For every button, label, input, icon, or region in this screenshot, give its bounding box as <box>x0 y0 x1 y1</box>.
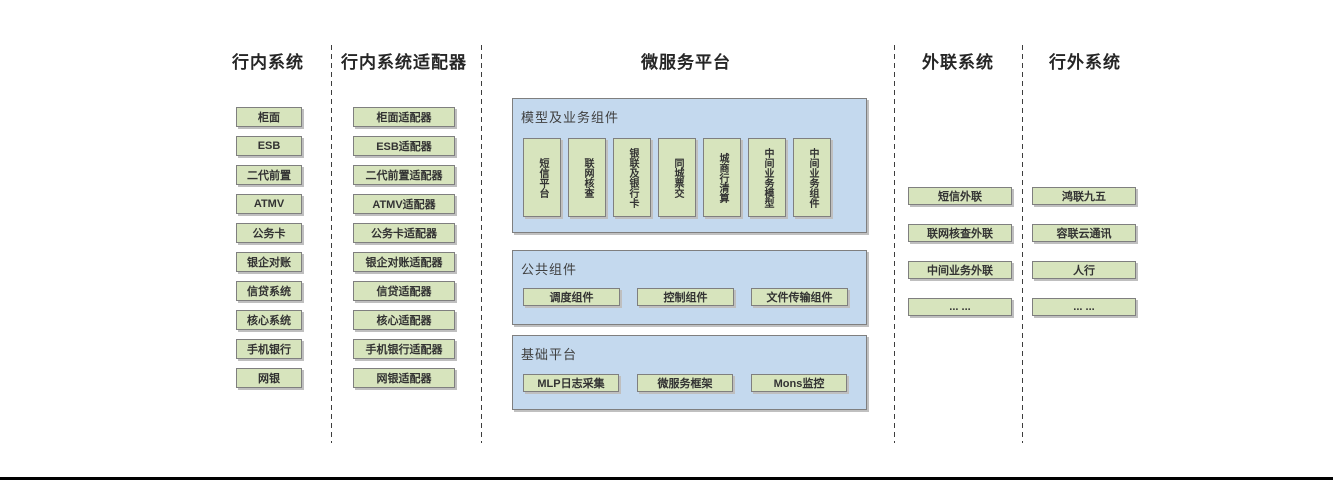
component-box-vertical: 同城票交 <box>658 138 696 217</box>
system-box: ATMV <box>236 194 302 214</box>
adapter-box: 核心适配器 <box>353 310 455 330</box>
outreach-box: ... ... <box>908 298 1012 316</box>
system-box: 公务卡 <box>236 223 302 243</box>
panel-common-components <box>512 250 867 325</box>
component-box-vertical: 短信平台 <box>523 138 561 217</box>
component-box: 微服务框架 <box>637 374 733 392</box>
adapter-box: 二代前置适配器 <box>353 165 455 185</box>
panel-label-model-business-components: 模型及业务组件 <box>521 110 620 125</box>
system-box: 信贷系统 <box>236 281 302 301</box>
system-box: 网银 <box>236 368 302 388</box>
component-box-vertical: 银联及银行卡 <box>613 138 651 217</box>
column-title-microservice-platform: 微服务平台 <box>641 53 731 72</box>
outreach-systems-list: 短信外联联网核查外联中间业务外联 ... ... <box>908 187 1012 316</box>
component-box-vertical: 城商行清算 <box>703 138 741 217</box>
adapter-box: 柜面适配器 <box>353 107 455 127</box>
system-box: ESB <box>236 136 302 156</box>
panel-base-platform <box>512 335 867 410</box>
component-box: MLP日志采集 <box>523 374 619 392</box>
common-components-list: 调度组件控制组件文件传输组件 <box>523 288 848 306</box>
panel-label-common-components: 公共组件 <box>521 262 578 277</box>
system-box: 核心系统 <box>236 310 302 330</box>
component-box-vertical: 联网核查 <box>568 138 606 217</box>
internal-systems-list: 柜面 ESB 二代前置 ATMV 公务卡银企对账信贷系统核心系统手机银行网银 <box>236 107 302 388</box>
adapter-box: 信贷适配器 <box>353 281 455 301</box>
outreach-box: 联网核查外联 <box>908 224 1012 242</box>
component-box: Mons监控 <box>751 374 847 392</box>
bottom-border-line <box>0 477 1333 480</box>
adapter-box: ESB适配器 <box>353 136 455 156</box>
external-box: ... ... <box>1032 298 1136 316</box>
column-title-internal-adapters: 行内系统适配器 <box>341 53 467 72</box>
system-box: 柜面 <box>236 107 302 127</box>
panel-label-base-platform: 基础平台 <box>521 347 578 362</box>
component-box: 控制组件 <box>637 288 734 306</box>
outreach-box: 中间业务外联 <box>908 261 1012 279</box>
component-box-vertical: 中间业务模型 <box>748 138 786 217</box>
component-box: 调度组件 <box>523 288 620 306</box>
column-title-internal-systems: 行内系统 <box>232 53 304 72</box>
internal-adapters-list: 柜面适配器 ESB适配器二代前置适配器 ATMV适配器公务卡适配器银企对账适配器信贷… <box>353 107 455 388</box>
adapter-box: 公务卡适配器 <box>353 223 455 243</box>
component-box: 文件传输组件 <box>751 288 848 306</box>
external-systems-list: 鸿联九五容联云通讯人行 ... ... <box>1032 187 1136 316</box>
column-title-external-systems: 行外系统 <box>1049 53 1121 72</box>
model-business-components-list: 短信平台联网核查银联及银行卡同城票交城商行清算中间业务模型中间业务组件 <box>523 138 831 217</box>
system-box: 银企对账 <box>236 252 302 272</box>
column-title-outreach-systems: 外联系统 <box>922 53 994 72</box>
adapter-box: ATMV适配器 <box>353 194 455 214</box>
dashed-divider <box>481 45 482 443</box>
external-box: 人行 <box>1032 261 1136 279</box>
external-box: 鸿联九五 <box>1032 187 1136 205</box>
adapter-box: 网银适配器 <box>353 368 455 388</box>
dashed-divider <box>1022 45 1023 443</box>
system-box: 二代前置 <box>236 165 302 185</box>
dashed-divider <box>894 45 895 443</box>
adapter-box: 手机银行适配器 <box>353 339 455 359</box>
outreach-box: 短信外联 <box>908 187 1012 205</box>
external-box: 容联云通讯 <box>1032 224 1136 242</box>
dashed-divider <box>331 45 332 443</box>
adapter-box: 银企对账适配器 <box>353 252 455 272</box>
system-box: 手机银行 <box>236 339 302 359</box>
component-box-vertical: 中间业务组件 <box>793 138 831 217</box>
base-platform-list: MLP日志采集微服务框架 Mons监控 <box>523 374 847 392</box>
